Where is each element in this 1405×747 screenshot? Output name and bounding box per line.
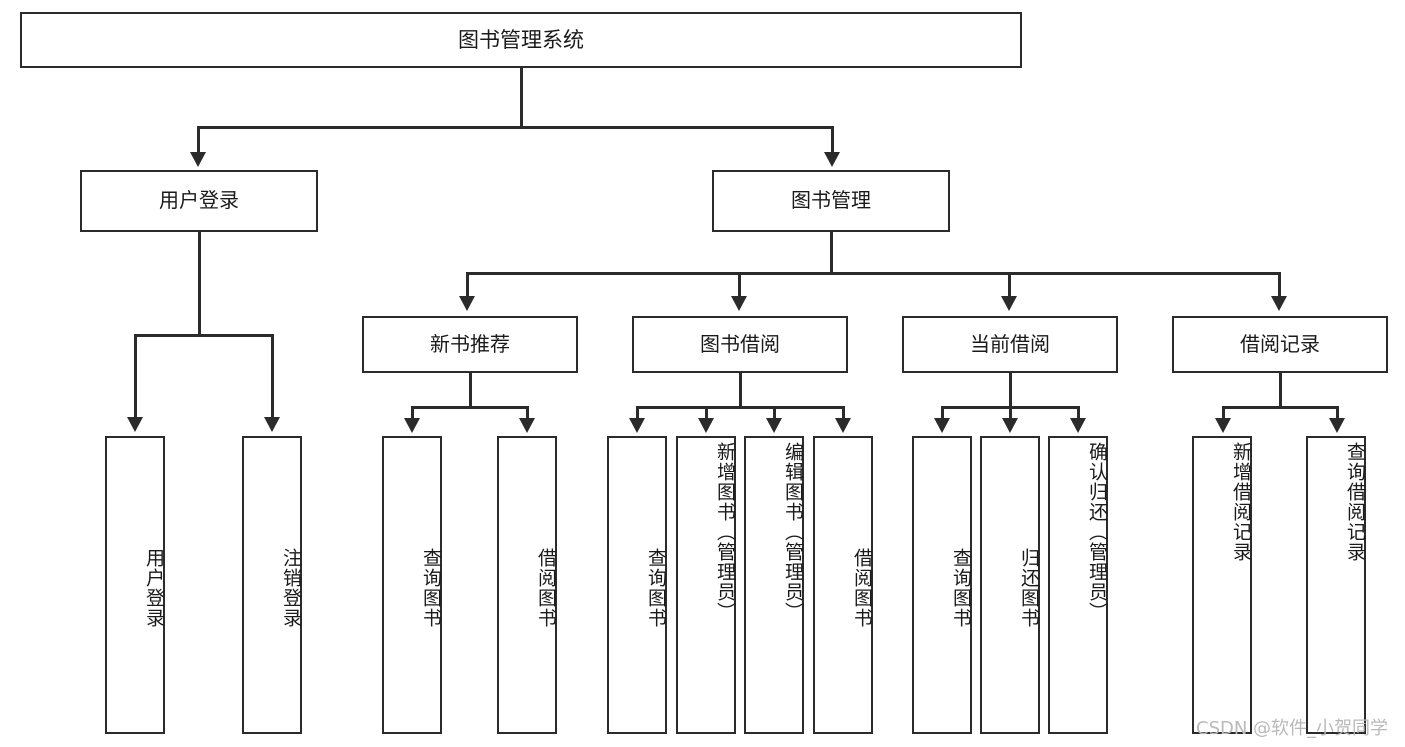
node-label: 借阅图书 [535,548,557,628]
connector-book-borrow-stem [739,373,742,408]
connector-borrow-record-leaf-1 [1222,406,1225,419]
arrow-root-to-user-login [190,152,206,167]
connector-current-borrow-stem [1009,373,1012,408]
connector-book-manage-to-new-book [466,272,469,297]
node-label: 新增图书（管理员） [714,442,736,622]
node-label: 新增借阅记录 [1230,442,1252,562]
connector-user-login-bar [134,334,273,337]
connector-borrow-record-leaf-2 [1336,406,1339,419]
arrow-new-book-leaf-2 [519,418,535,433]
connector-book-manage-stem [830,232,833,274]
connector-borrow-record-bar [1222,406,1338,409]
connector-root-bar [197,126,834,129]
node-label: 查询图书 [420,548,442,628]
connector-book-borrow-leaf-2 [705,406,708,419]
connector-new-book-leaf-1 [411,406,414,419]
node-user-login[interactable]: 用户登录 [80,170,318,232]
arrow-current-borrow-leaf-1 [934,418,950,433]
node-label: 查询图书 [950,548,972,628]
leaf-current-borrow-query[interactable]: 查询图书 [912,436,972,734]
node-label: 查询图书 [645,548,667,628]
connector-book-borrow-leaf-4 [842,406,845,419]
connector-current-borrow-leaf-3 [1077,406,1080,419]
connector-user-login-leaf-2 [271,334,274,418]
leaf-book-borrow-add[interactable]: 新增图书（管理员） [676,436,736,734]
node-label: 编辑图书（管理员） [782,442,804,622]
arrow-book-manage-to-borrow-record [1271,296,1287,311]
node-label: 借阅记录 [1240,331,1320,356]
node-label: 借阅图书 [851,548,873,628]
node-root-system[interactable]: 图书管理系统 [20,12,1022,68]
connector-root-stem [520,68,523,128]
arrow-book-borrow-leaf-4 [835,418,851,433]
node-label: 注销登录 [280,548,302,628]
node-book-manage[interactable]: 图书管理 [712,170,950,232]
arrow-book-borrow-leaf-2 [698,418,714,433]
connector-borrow-record-stem [1279,373,1282,408]
node-label: 用户登录 [159,188,239,213]
connector-book-manage-to-borrow-record [1278,272,1281,297]
arrow-user-login-leaf-2 [264,417,280,432]
arrow-book-manage-to-book-borrow [731,296,747,311]
node-label: 图书管理 [791,188,871,213]
leaf-book-borrow-query[interactable]: 查询图书 [607,436,667,734]
connector-new-book-stem [469,373,472,408]
leaf-new-book-borrow[interactable]: 借阅图书 [497,436,557,734]
node-label: 图书管理系统 [458,27,584,52]
node-label: 当前借阅 [970,331,1050,356]
connector-book-borrow-leaf-3 [773,406,776,419]
leaf-book-borrow-borrow[interactable]: 借阅图书 [813,436,873,734]
node-borrow-record[interactable]: 借阅记录 [1172,316,1388,373]
leaf-current-borrow-confirm-return[interactable]: 确认归还（管理员） [1048,436,1108,734]
node-label: 查询借阅记录 [1344,442,1366,562]
node-label: 归还图书 [1018,548,1040,628]
leaf-borrow-record-query[interactable]: 查询借阅记录 [1306,436,1366,734]
connector-new-book-leaf-2 [526,406,529,419]
arrow-borrow-record-leaf-1 [1215,418,1231,433]
connector-user-login-stem [198,232,201,336]
arrow-current-borrow-leaf-2 [1002,418,1018,433]
arrow-current-borrow-leaf-3 [1070,418,1086,433]
connector-root-to-book-manage [831,126,834,153]
node-label: 确认归还（管理员） [1086,442,1108,622]
arrow-book-manage-to-new-book [459,296,475,311]
connector-book-manage-to-book-borrow [738,272,741,297]
node-new-book-recommend[interactable]: 新书推荐 [362,316,578,373]
connector-root-to-user-login [197,126,200,153]
connector-current-borrow-leaf-2 [1009,406,1012,419]
leaf-user-logout[interactable]: 注销登录 [242,436,302,734]
node-current-borrow[interactable]: 当前借阅 [902,316,1118,373]
connector-new-book-bar [411,406,528,409]
leaf-user-login[interactable]: 用户登录 [105,436,165,734]
leaf-new-book-query[interactable]: 查询图书 [382,436,442,734]
node-label: 新书推荐 [430,331,510,356]
node-label: 图书借阅 [700,331,780,356]
node-label: 用户登录 [143,548,165,628]
leaf-book-borrow-edit[interactable]: 编辑图书（管理员） [744,436,804,734]
arrow-book-borrow-leaf-1 [629,418,645,433]
arrow-book-manage-to-current-borrow [1001,296,1017,311]
arrow-user-login-leaf-1 [127,417,143,432]
arrow-root-to-book-manage [824,152,840,167]
connector-book-borrow-leaf-1 [636,406,639,419]
leaf-borrow-record-add[interactable]: 新增借阅记录 [1192,436,1252,734]
leaf-current-borrow-return[interactable]: 归还图书 [980,436,1040,734]
arrow-book-borrow-leaf-3 [766,418,782,433]
connector-book-manage-bar [466,272,1280,275]
connector-current-borrow-leaf-1 [941,406,944,419]
node-book-borrow[interactable]: 图书借阅 [632,316,848,373]
connector-user-login-leaf-1 [134,334,137,418]
connector-book-borrow-bar [636,406,844,409]
arrow-borrow-record-leaf-2 [1329,418,1345,433]
connector-book-manage-to-current-borrow [1008,272,1011,297]
arrow-new-book-leaf-1 [404,418,420,433]
